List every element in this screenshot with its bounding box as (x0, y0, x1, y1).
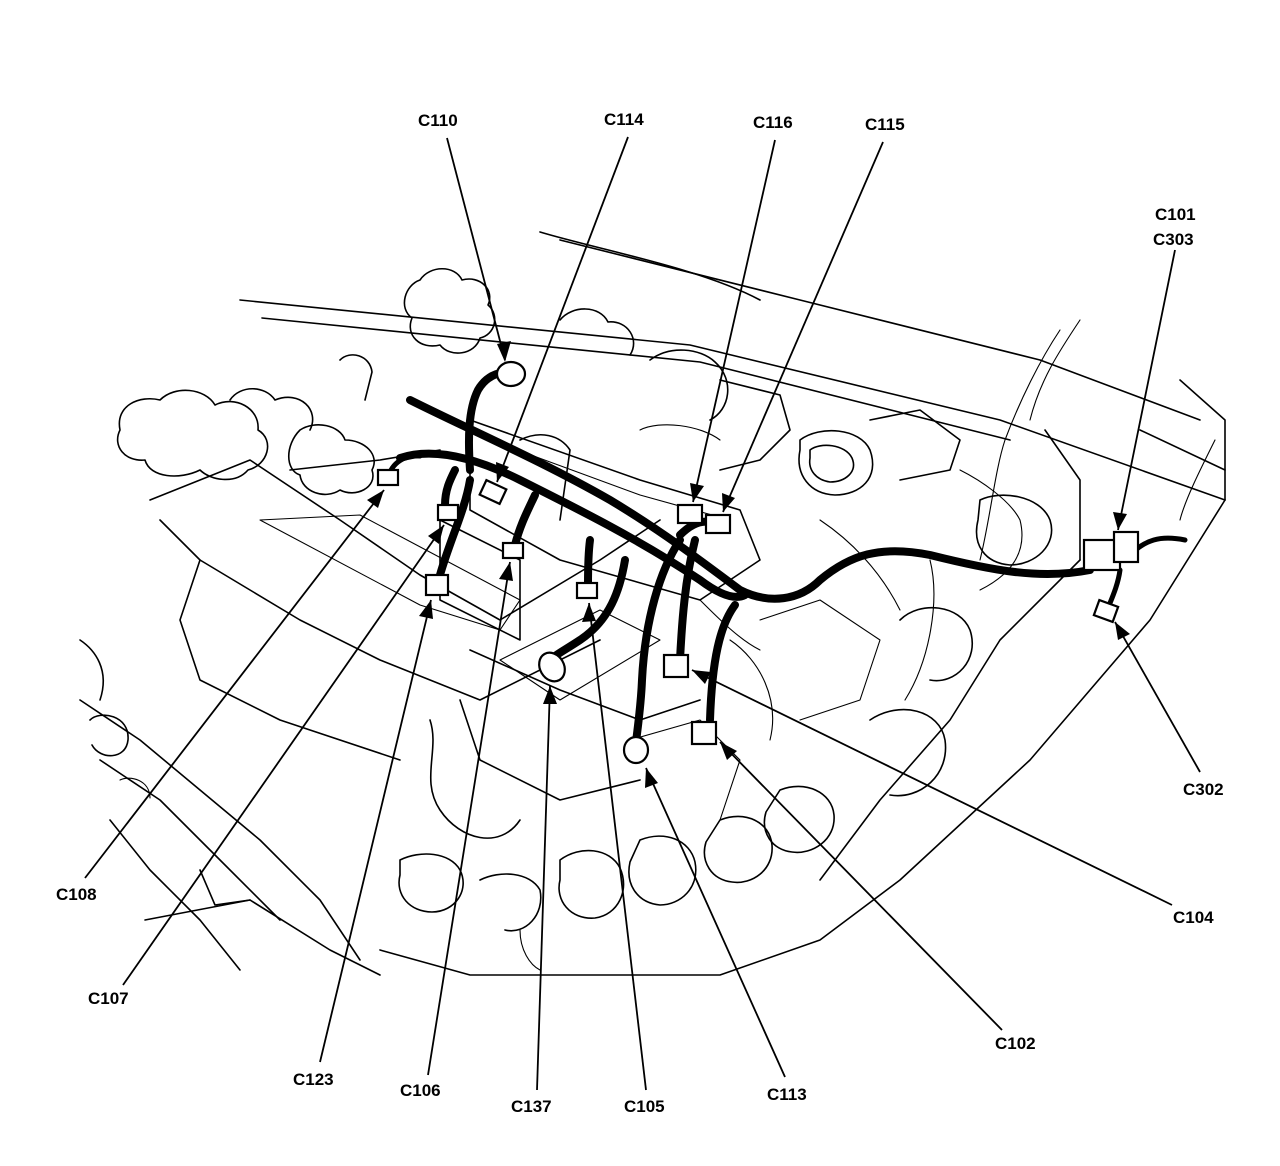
arrow-c107 (428, 525, 444, 544)
leader-lines (84, 136, 1201, 1091)
connector-c108 (376, 468, 400, 487)
leader-c107 (122, 524, 445, 986)
label-c123: C123 (293, 1070, 334, 1089)
label-c116: C116 (753, 113, 793, 132)
connector-c114 (478, 478, 508, 506)
arrow-c106 (499, 562, 513, 581)
arrowheads (367, 341, 1130, 788)
connector-c102 (690, 720, 718, 746)
arrow-c116 (690, 483, 704, 502)
label-c106: C106 (400, 1081, 441, 1100)
leader-c113 (645, 767, 786, 1078)
label-c105: C105 (624, 1097, 665, 1116)
leader-c106 (427, 561, 511, 1076)
arrow-c115 (722, 493, 735, 512)
arrow-c114 (496, 462, 509, 482)
engine-line-art (79, 231, 1226, 976)
label-c114: C114 (604, 110, 644, 129)
connector-c107 (436, 503, 460, 522)
label-c303: C303 (1153, 230, 1194, 249)
leader-c110 (446, 137, 506, 361)
connector-c303 (1112, 530, 1140, 564)
arrow-c101 (1113, 512, 1127, 530)
leader-c123 (319, 599, 432, 1063)
leader-c101 (1117, 249, 1176, 531)
label-c302: C302 (1183, 780, 1224, 799)
connector-c115 (704, 513, 732, 535)
label-c137: C137 (511, 1097, 552, 1116)
connector-c116 (676, 503, 704, 525)
leader-c114 (496, 136, 629, 483)
connector-c113 (622, 735, 650, 765)
leader-c116 (692, 139, 776, 503)
label-c115: C115 (865, 115, 905, 134)
leader-c115 (722, 141, 884, 513)
arrow-c123 (419, 600, 433, 619)
label-c113: C113 (767, 1085, 807, 1104)
label-c108: C108 (56, 885, 97, 904)
arrow-c110 (497, 341, 511, 362)
connector-c104 (662, 653, 690, 679)
connector-c123 (424, 573, 450, 597)
label-c101: C101 (1155, 205, 1196, 224)
arrow-c102 (720, 742, 737, 760)
leader-c302 (1114, 621, 1201, 773)
label-c107: C107 (88, 989, 129, 1008)
leader-c102 (719, 741, 1003, 1031)
label-c102: C102 (995, 1034, 1036, 1053)
arrow-c302 (1115, 622, 1130, 640)
arrow-c104 (692, 670, 711, 684)
arrow-c113 (645, 768, 658, 788)
connector-c302 (1092, 598, 1120, 624)
connector-c106 (501, 541, 525, 560)
connector-labels: C110 C114 C116 C115 C101 C303 C302 C104 … (56, 110, 1224, 1116)
connector-c137 (538, 651, 566, 683)
leader-c104 (691, 669, 1173, 906)
connector-shapes (376, 360, 1140, 765)
arrow-c137 (543, 686, 557, 704)
label-c110: C110 (418, 111, 458, 130)
arrow-c108 (367, 490, 384, 508)
connector-c110 (495, 360, 527, 388)
label-c104: C104 (1173, 908, 1214, 927)
leader-c137 (536, 685, 551, 1091)
leader-c108 (84, 489, 385, 879)
arrow-c105 (582, 603, 596, 622)
leader-c105 (588, 602, 647, 1091)
connector-c105 (575, 581, 599, 600)
